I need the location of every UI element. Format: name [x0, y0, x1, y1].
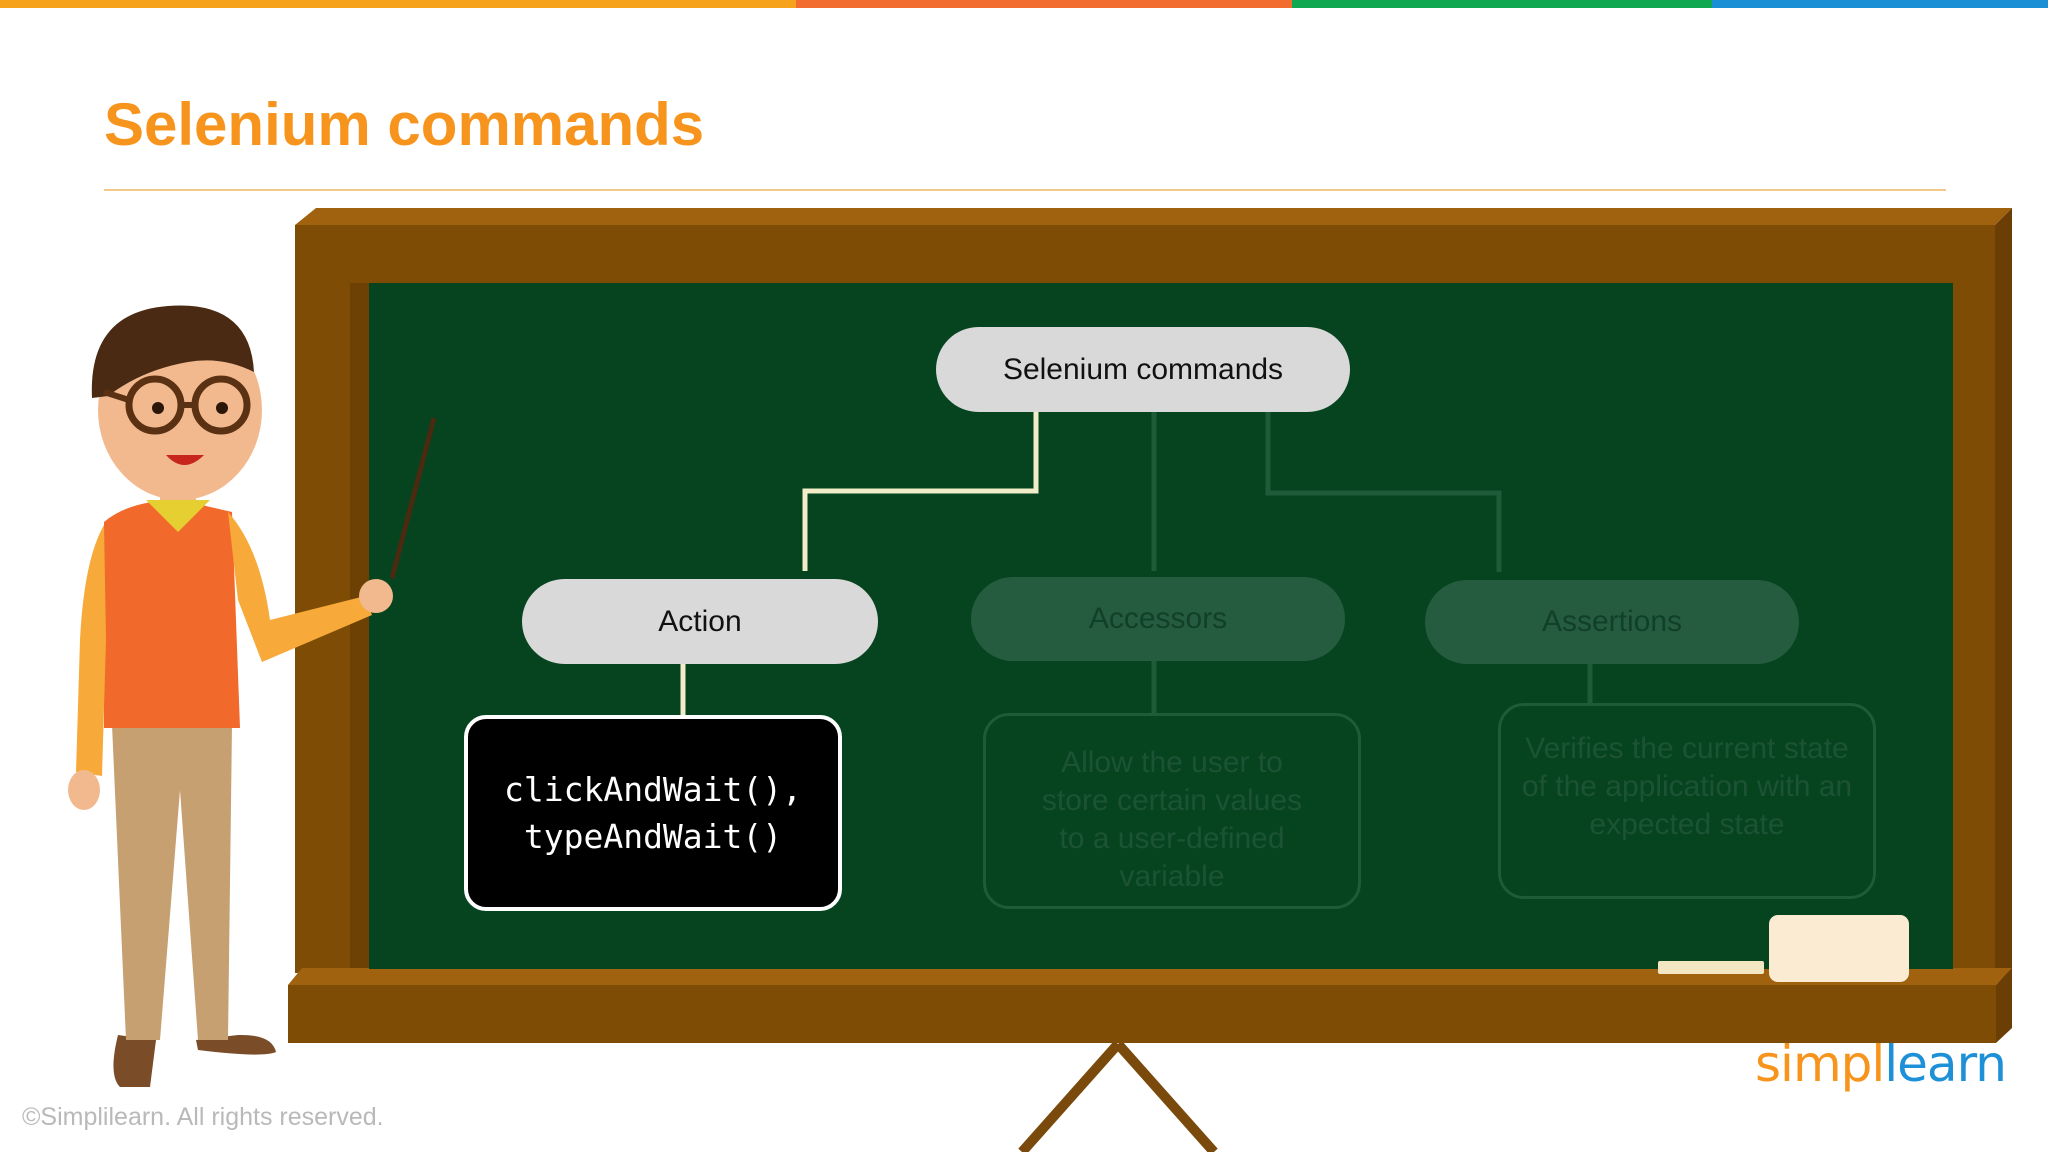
accessors-detail-line: variable: [1119, 860, 1225, 893]
assertions-detail-line: of the application with an: [1521, 770, 1853, 803]
action-detail-line: typeAndWait(): [523, 817, 783, 856]
assertions-detail-line: Verifies the current state: [1525, 732, 1849, 765]
diagram-connectors: [680, 412, 1593, 715]
logo-part-learn: learn: [1884, 1035, 2007, 1093]
top-bar-blue: [1712, 0, 2048, 8]
branch-node-accessors: Accessors: [971, 577, 1345, 661]
top-bar-orange: [0, 0, 796, 8]
top-bar-red: [796, 0, 1292, 8]
branch-node-assertions: Assertions: [1425, 580, 1799, 664]
accessors-detail-box: Allow the user to store certain values t…: [983, 713, 1361, 909]
easel-stand: [1018, 1040, 1218, 1152]
board-eraser: [1769, 915, 1909, 982]
chalk-piece: [1658, 961, 1764, 974]
assertions-detail-box: Verifies the current state of the applic…: [1498, 703, 1876, 899]
simplilearn-logo: simpllearn: [1755, 1035, 2007, 1093]
branch-node-action: Action: [522, 579, 878, 664]
assertions-detail-line: expected state: [1589, 808, 1785, 841]
action-detail-line: clickAndWait(),: [503, 770, 802, 809]
title-divider: [104, 189, 1946, 191]
action-detail-box: clickAndWait(), typeAndWait(): [464, 715, 842, 911]
teacher-illustration: [68, 305, 437, 1087]
top-bar-green: [1292, 0, 1712, 8]
accessors-detail-line: store certain values: [1041, 784, 1303, 817]
slide-title: Selenium commands: [104, 91, 705, 158]
top-color-bar: [0, 0, 2048, 8]
accessors-detail-line: to a user-defined: [1059, 822, 1285, 855]
logo-part-simpl: simpl: [1755, 1035, 1885, 1093]
root-node-selenium-commands: Selenium commands: [936, 327, 1350, 412]
copyright-notice: ©Simplilearn. All rights reserved.: [22, 1103, 384, 1131]
accessors-detail-line: Allow the user to: [1061, 746, 1283, 779]
